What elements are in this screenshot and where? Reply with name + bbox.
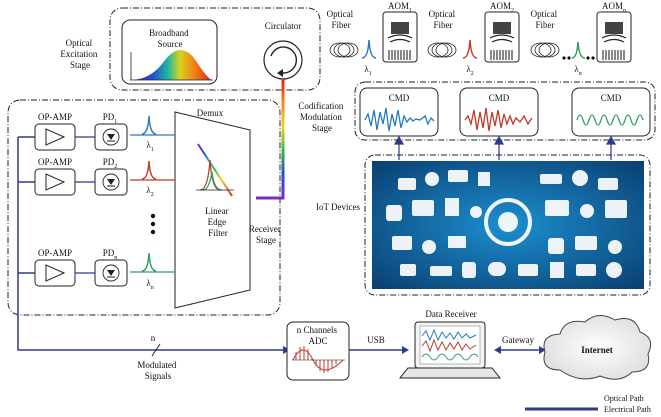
aom-n-label: AOMn <box>602 1 626 14</box>
circulator-label: Circulator <box>265 21 302 31</box>
aom-2-label: AOM2 <box>490 1 514 14</box>
wavelength-peak-2-icon <box>462 39 478 59</box>
op-amp-n-icon <box>45 264 66 282</box>
optical-fiber-coil-2 <box>427 42 457 58</box>
aom-1-label: AOM1 <box>388 1 412 14</box>
cmd-1-label: CMD <box>389 93 410 103</box>
internet-label: Internet <box>581 345 613 355</box>
internet-cloud-icon <box>543 315 652 380</box>
circulator-arrow-icon <box>270 46 298 74</box>
broadband-spectrum-shape <box>132 50 212 80</box>
optical-excitation-stage-box <box>109 7 321 91</box>
op-amp-1-box <box>34 123 76 151</box>
wavelength-peak-n-icon <box>571 41 586 59</box>
cmd-3-label: CMD <box>601 93 622 103</box>
cmd-3-box <box>571 87 651 137</box>
demux-block <box>174 111 251 309</box>
cmd-2-label: CMD <box>489 93 510 103</box>
photodiode-n-icon <box>102 264 120 282</box>
cmd-1-box <box>359 87 439 137</box>
electrical-bus <box>17 136 283 351</box>
ellipsis-dots-top-icon <box>562 56 595 60</box>
usb-arrowhead-icon <box>402 346 409 354</box>
modulated-signals-label: Modulated Signals <box>137 360 178 381</box>
lambda-top-n-label: λn <box>574 64 581 77</box>
op-amp-n-box <box>34 259 76 287</box>
legend-electrical-label: Electrical Path <box>604 405 651 414</box>
photodiode-1-icon <box>102 128 120 146</box>
circulator-arrowhead-icon <box>277 69 283 77</box>
broadband-source-label: Broadband Source <box>149 28 191 49</box>
channel-1-peak-icon <box>141 115 157 135</box>
optical-fiber-3-label: Optical Fiber <box>531 9 560 30</box>
vertical-ellipsis-icon <box>150 213 156 235</box>
data-receiver-label: Data Receiver <box>425 309 476 319</box>
demux-label: Demux <box>197 108 224 118</box>
receiver-stage-box <box>7 99 281 316</box>
aom-n-module <box>596 11 632 63</box>
optical-fiber-2-label: Optical Fiber <box>429 9 458 30</box>
adc-sampled-wave-icon <box>292 346 345 373</box>
gateway-arrowhead-right-icon <box>539 346 546 354</box>
pd-1-label: PD1 <box>103 112 118 125</box>
optical-fiber-coil-3 <box>530 42 560 58</box>
op-amp-1-icon <box>45 128 66 146</box>
iot-devices-label: IoT Devices <box>316 202 361 212</box>
pd-2-label: PD2 <box>103 157 118 170</box>
lambda-rx-1-label: λ1 <box>146 140 153 153</box>
bus-n-label: n <box>151 333 156 343</box>
legend-optical-label: Optical Path <box>604 394 644 403</box>
cmd-2-box <box>459 87 539 137</box>
wavelength-peak-1-icon <box>361 39 377 59</box>
optical-fiber-1-label: Optical Fiber <box>327 9 356 30</box>
gateway-label: Gateway <box>502 335 534 345</box>
linear-edge-filter-label: Linear Edge Filter <box>205 206 231 238</box>
iot-devices-box <box>364 154 651 296</box>
optical-path-circulator-demux <box>256 79 285 200</box>
lambda-rx-2-label: λ2 <box>146 185 153 198</box>
op-amp-2-label: OP-AMP <box>38 157 72 167</box>
photodiode-2-icon <box>102 173 120 191</box>
usb-label: USB <box>367 335 385 345</box>
lambda-rx-n-label: λn <box>146 278 153 291</box>
op-amp-2-box <box>34 168 76 196</box>
optical-fiber-coil-1 <box>329 42 359 58</box>
channel-2-peak-icon <box>141 160 157 180</box>
receiver-stage-label: Receiver Stage <box>249 224 283 245</box>
codification-stage-box <box>354 81 656 141</box>
bus-slash-icon <box>151 343 161 357</box>
channel-n-peak-icon <box>141 252 157 272</box>
op-amp-2-icon <box>45 173 66 191</box>
op-amp-n-label: OP-AMP <box>38 248 72 258</box>
edge-filter-graph-icon <box>196 143 234 197</box>
iot-to-cmd-arrows <box>393 135 617 160</box>
gateway-arrowhead-left-icon <box>494 346 501 354</box>
aom-2-module <box>484 11 520 63</box>
adc-label: n Channels ADC <box>297 325 340 346</box>
laptop-icon <box>398 321 502 379</box>
op-amp-1-label: OP-AMP <box>38 112 72 122</box>
adc-box <box>286 321 350 381</box>
lambda-top-1-label: λ1 <box>364 64 371 77</box>
aom-1-module <box>382 11 418 63</box>
optical-excitation-stage-label: Optical Excitation Stage <box>60 38 99 70</box>
pd-n-label: PDn <box>103 248 118 261</box>
iot-icons-cluster-icon <box>386 170 627 278</box>
codification-stage-label: Codification Modulation Stage <box>298 101 345 133</box>
lambda-top-2-label: λ2 <box>466 64 473 77</box>
